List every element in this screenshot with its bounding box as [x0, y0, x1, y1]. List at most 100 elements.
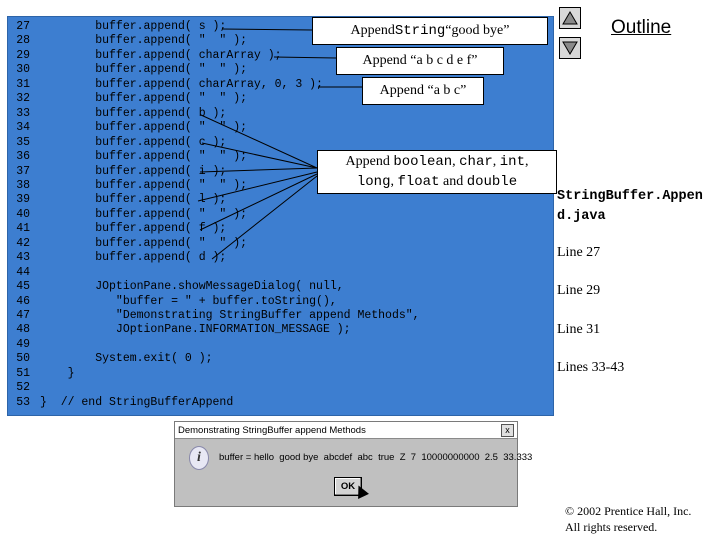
code-text: buffer.append( " " );	[40, 121, 248, 135]
line-number: 42	[16, 236, 30, 250]
line-number: 41	[16, 222, 30, 236]
code-text: buffer.append( d );	[40, 251, 227, 265]
code-text: buffer.append( " " );	[40, 150, 248, 164]
code-line: 49	[0, 338, 40, 353]
code-text: buffer.append( charArray );	[40, 48, 282, 62]
copyright-line-2: All rights reserved.	[565, 520, 658, 534]
line-number: 36	[16, 150, 30, 164]
code-line: 37 buffer.append( i );	[0, 165, 226, 180]
code-text: buffer.append( i );	[40, 164, 227, 178]
line-number: 48	[16, 323, 30, 337]
code-text: buffer.append( " " );	[40, 178, 248, 192]
line-number: 28	[16, 34, 30, 48]
message-dialog: Demonstrating StringBuffer append Method…	[174, 421, 532, 507]
code-line: 50 System.exit( 0 );	[0, 352, 213, 367]
outline-label-line-27: Line 27	[557, 245, 601, 260]
code-text: buffer.append( l );	[40, 193, 227, 207]
code-text: buffer.append( " " );	[40, 63, 248, 77]
code-line: 38 buffer.append( " " );	[0, 179, 247, 194]
dialog-titlebar[interactable]: Demonstrating StringBuffer append Method…	[175, 422, 517, 439]
code-text: buffer.append( f );	[40, 222, 227, 236]
code-line: 27 buffer.append( s );	[0, 20, 226, 35]
callout-append-char-array: Append “a b c d e f”	[336, 47, 504, 75]
code-text: "buffer = " + buffer.toString(),	[40, 294, 337, 308]
line-number: 39	[16, 193, 30, 207]
code-line: 47 "Demonstrating StringBuffer append Me…	[0, 309, 420, 324]
line-number: 40	[16, 207, 30, 221]
code-line: 43 buffer.append( d );	[0, 251, 226, 266]
line-number: 33	[16, 106, 30, 120]
close-icon[interactable]: x	[501, 424, 514, 437]
line-number: 31	[16, 77, 30, 91]
line-number: 53	[16, 395, 30, 409]
dialog-title: Demonstrating StringBuffer append Method…	[178, 424, 366, 436]
code-line: 52	[0, 381, 40, 396]
code-text: buffer.append( " " );	[40, 34, 248, 48]
file-name: StringBuffer.Append.java	[557, 189, 703, 224]
code-line: 29 buffer.append( charArray );	[0, 48, 282, 64]
line-number: 34	[16, 121, 30, 135]
outline-label-lines-33-43: Lines 33-43	[557, 360, 625, 375]
line-number: 45	[16, 280, 30, 294]
triangle-down-icon	[562, 41, 578, 55]
ok-button[interactable]: OK	[334, 477, 362, 496]
line-number: 51	[16, 366, 30, 380]
code-text: buffer.append( " " );	[40, 236, 248, 250]
callout-append-string: Append String “good bye”	[312, 17, 548, 45]
outline-title[interactable]: Outline	[611, 17, 672, 38]
code-line: 51 }	[0, 366, 74, 382]
code-line: 41 buffer.append( f );	[0, 222, 226, 237]
line-number: 35	[16, 135, 30, 149]
code-line: 42 buffer.append( " " );	[0, 237, 247, 252]
line-number: 52	[16, 381, 30, 395]
code-line: 34 buffer.append( " " );	[0, 121, 247, 136]
code-text: buffer.append( charArray, 0, 3 );	[40, 77, 323, 91]
line-number: 49	[16, 337, 30, 351]
triangle-up-icon	[562, 11, 578, 25]
callout-append-primitives: Append boolean, char, int, long, float a…	[317, 150, 557, 194]
line-number: 46	[16, 294, 30, 308]
line-number: 32	[16, 92, 30, 106]
code-text: JOptionPane.INFORMATION_MESSAGE );	[40, 323, 351, 337]
dialog-message: buffer = hello good bye abcdef abc true …	[219, 452, 533, 463]
code-line: 48 JOptionPane.INFORMATION_MESSAGE );	[0, 323, 351, 338]
code-text: buffer.append( " " );	[40, 207, 248, 221]
line-number: 50	[16, 352, 30, 366]
information-icon: i	[189, 446, 209, 470]
copyright: © 2002 Prentice Hall, Inc. All rights re…	[565, 503, 691, 535]
code-text: buffer.append( b );	[40, 106, 227, 120]
code-line: 39 buffer.append( l );	[0, 193, 226, 208]
line-number: 27	[16, 20, 30, 33]
next-slide-button[interactable]	[559, 37, 581, 59]
code-line: 30 buffer.append( " " );	[0, 63, 247, 78]
code-line: 32 buffer.append( " " );	[0, 92, 247, 107]
outline-label-line-31: Line 31	[557, 322, 601, 337]
line-number: 29	[16, 48, 30, 62]
code-text: buffer.append( " " );	[40, 92, 248, 106]
code-line: 28 buffer.append( " " );	[0, 34, 247, 49]
code-line: 35 buffer.append( c );	[0, 136, 226, 151]
line-number: 30	[16, 63, 30, 77]
code-line: 45 JOptionPane.showMessageDialog( null,	[0, 280, 344, 295]
line-number: 43	[16, 251, 30, 265]
code-line: 53 } // end StringBufferAppend	[0, 396, 233, 411]
outline-label-line-29: Line 29	[557, 283, 601, 298]
callout-append-char-subarray: Append “a b c”	[362, 77, 484, 105]
code-line: 33 buffer.append( b );	[0, 107, 226, 122]
code-line: 36 buffer.append( " " );	[0, 150, 247, 165]
code-text: buffer.append( s );	[40, 20, 227, 33]
code-line: 31 buffer.append( charArray, 0, 3 );	[0, 78, 323, 93]
code-text: buffer.append( c );	[40, 135, 227, 149]
code-text: JOptionPane.showMessageDialog( null,	[40, 280, 344, 294]
line-number: 44	[16, 265, 30, 279]
code-text: } // end StringBufferAppend	[40, 395, 234, 409]
line-number: 37	[16, 164, 30, 178]
code-line: 40 buffer.append( " " );	[0, 208, 247, 223]
code-text: System.exit( 0 );	[40, 352, 213, 366]
line-number: 47	[16, 309, 30, 322]
code-line: 46 "buffer = " + buffer.toString(),	[0, 295, 337, 310]
previous-slide-button[interactable]	[559, 7, 581, 29]
copyright-line-1: © 2002 Prentice Hall, Inc.	[565, 504, 692, 518]
code-text: "Demonstrating StringBuffer append Metho…	[40, 309, 420, 322]
code-line: 44	[0, 266, 40, 281]
